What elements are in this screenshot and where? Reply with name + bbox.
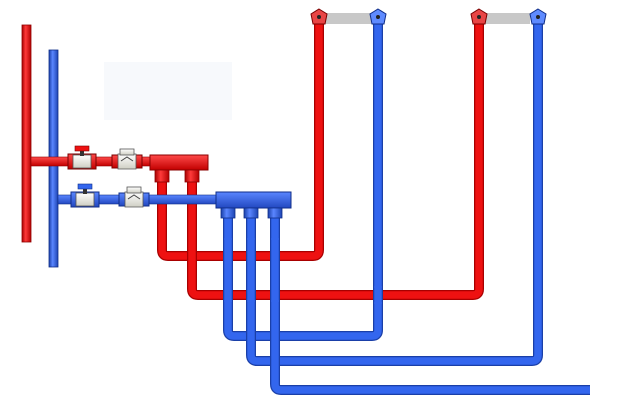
radiator-connector-icon[interactable]: [310, 8, 328, 25]
check-valve-icon[interactable]: [118, 186, 150, 208]
legend-panel: [104, 62, 232, 120]
cold-loop-2: [246, 22, 543, 366]
hot-loops: [157, 22, 484, 300]
radiator-connector-icon[interactable]: [529, 8, 547, 25]
cold-manifold-outlet-2: [243, 207, 259, 219]
hot-riser: [21, 24, 32, 243]
radiator-2: [482, 13, 530, 24]
radiator-2-link: [482, 13, 530, 24]
check-valve-icon[interactable]: [111, 148, 143, 170]
hot-manifold-outlet-1: [154, 169, 170, 183]
cold-manifold-outlet-1: [220, 207, 236, 219]
ball-valve-icon[interactable]: [70, 183, 100, 208]
hot-manifold-outlet-2: [184, 169, 200, 183]
radiator-1: [325, 13, 373, 24]
hot-loop-1: [157, 22, 324, 261]
hot-manifold: [149, 154, 209, 183]
radiator-connector-icon[interactable]: [369, 8, 387, 25]
cold-manifold-outlet-3: [267, 207, 283, 219]
cold-loops: [223, 22, 590, 395]
radiator-connector-icon[interactable]: [470, 8, 488, 25]
cold-overpass: [223, 238, 383, 304]
ball-valve-icon[interactable]: [67, 145, 97, 170]
cold-manifold: [215, 191, 292, 219]
radiator-1-link: [325, 13, 373, 24]
